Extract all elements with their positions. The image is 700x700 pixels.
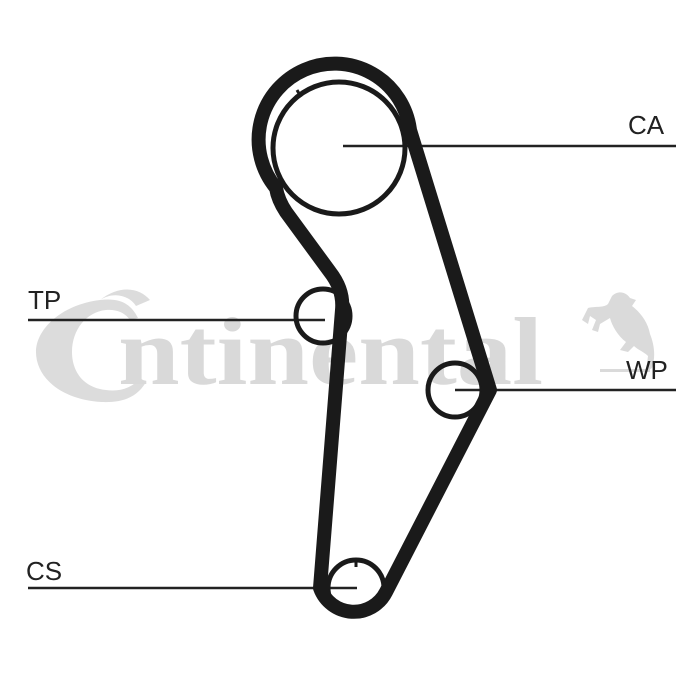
ca-pulley bbox=[270, 79, 408, 217]
wp-label: WP bbox=[626, 355, 668, 385]
pulleys bbox=[270, 79, 485, 619]
continental-c-logo bbox=[36, 299, 146, 403]
ca-timing-mark bbox=[295, 89, 303, 98]
horse-icon bbox=[582, 292, 655, 372]
tp-label: TP bbox=[28, 285, 62, 315]
wp-pulley bbox=[425, 360, 485, 420]
timing-belt bbox=[251, 56, 497, 619]
ca-label: CA bbox=[628, 110, 665, 140]
cs-label: CS bbox=[26, 556, 63, 586]
tp-pulley bbox=[293, 286, 353, 346]
